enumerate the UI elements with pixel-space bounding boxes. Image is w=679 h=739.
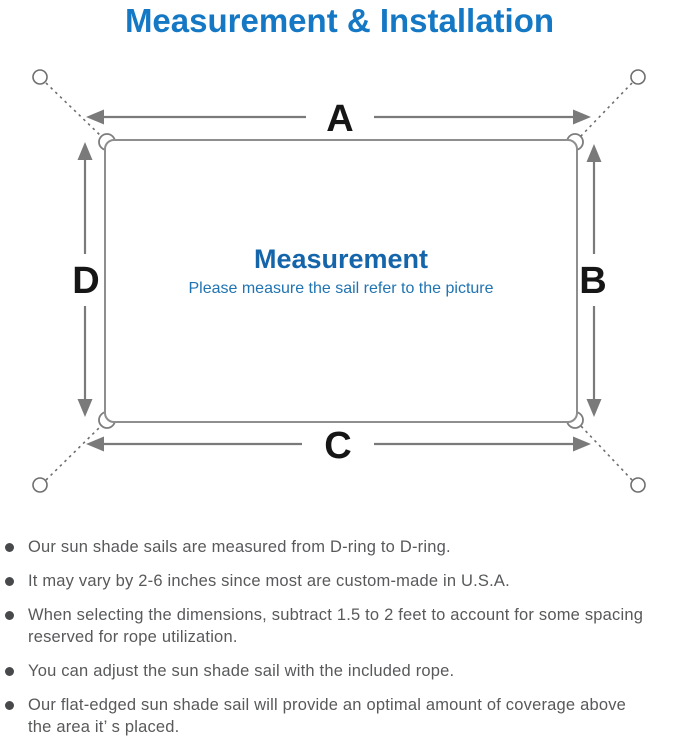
diagram-center-heading: Measurement [254, 244, 428, 274]
dimension-arrow-d [77, 142, 93, 417]
arrowhead-right-icon [573, 436, 591, 452]
dimension-label-d: D [72, 260, 99, 302]
rope-dashed-lines [45, 82, 633, 481]
list-item: You can adjust the sun shade sail with t… [5, 660, 673, 682]
diagram-center-subtitle: Please measure the sail refer to the pic… [188, 280, 493, 297]
dimension-label-a: A [326, 98, 353, 140]
note-text: It may vary by 2-6 inches since most are… [28, 572, 510, 590]
bullet-icon [5, 700, 14, 710]
dimension-arrow-a [86, 109, 591, 125]
arrowhead-down-icon [77, 399, 93, 417]
measurement-notes-list: Our sun shade sails are measured from D-… [5, 536, 673, 739]
note-text: Our flat-edged sun shade sail will provi… [28, 696, 627, 736]
arrowhead-up-icon [77, 142, 93, 160]
anchor-point-bottom-right [630, 477, 646, 493]
arrowhead-right-icon [573, 109, 591, 125]
anchor-point-top-right [630, 69, 646, 85]
dimension-label-b: B [579, 260, 606, 302]
list-item: When selecting the dimensions, subtract … [5, 604, 673, 648]
arrowhead-up-icon [586, 144, 602, 162]
sail-measurement-diagram: A C D B Measurement Please measure the s… [32, 69, 646, 493]
list-item: Our sun shade sails are measured from D-… [5, 536, 673, 558]
list-item: Our flat-edged sun shade sail will provi… [5, 694, 673, 738]
anchor-points [32, 69, 646, 493]
list-item: It may vary by 2-6 inches since most are… [5, 570, 673, 592]
anchor-point-bottom-left [32, 477, 48, 493]
rope-line-bottom-right [579, 424, 633, 481]
dimension-arrow-b [586, 144, 602, 417]
note-text: Our sun shade sails are measured from D-… [28, 538, 451, 556]
rope-line-top-left [45, 82, 103, 138]
arrowhead-left-icon [86, 436, 104, 452]
rope-line-bottom-left [45, 424, 103, 481]
anchor-point-top-left [32, 69, 48, 85]
bullet-icon [5, 576, 14, 586]
page-title: Measurement & Installation [124, 2, 555, 39]
bullet-icon [5, 610, 14, 620]
rope-line-top-right [579, 82, 633, 138]
arrowhead-down-icon [586, 399, 602, 417]
note-text: When selecting the dimensions, subtract … [28, 606, 644, 646]
arrowhead-left-icon [86, 109, 104, 125]
sail-outline [104, 139, 578, 423]
bullet-icon [5, 666, 14, 676]
dimension-label-c: C [324, 425, 351, 467]
note-text: You can adjust the sun shade sail with t… [28, 662, 455, 680]
bullet-icon [5, 542, 14, 552]
dimension-arrow-c [86, 436, 591, 452]
